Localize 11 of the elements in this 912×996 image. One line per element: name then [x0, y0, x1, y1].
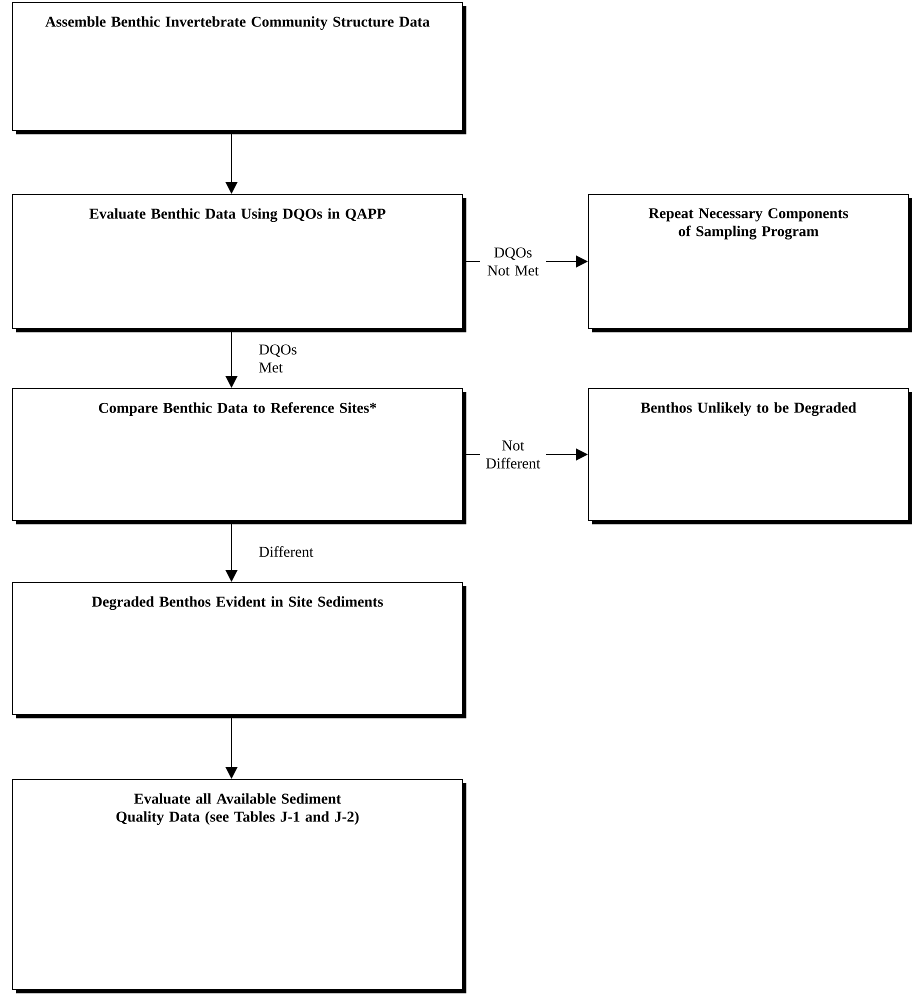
edge-label: DQOs Not Met: [480, 246, 546, 277]
process-box: Evaluate all Available Sediment Quality Data (see Tables J-1 and J-2): [12, 779, 466, 994]
process-box: Evaluate Benthic Data Using DQOs in QAPP: [12, 194, 466, 332]
process-box: Assemble Benthic Invertebrate Community Structure Data: [12, 2, 466, 134]
process-box: Compare Benthic Data to Reference Sites*: [12, 388, 466, 524]
process-box: Repeat Necessary Components of Sampling Program: [588, 194, 912, 332]
process-box: Degraded Benthos Evident in Site Sediments: [12, 582, 466, 718]
edge-label: Not Different: [480, 440, 546, 470]
edge-label: Different: [259, 546, 314, 557]
process-box: Benthos Unlikely to be Degraded: [588, 388, 912, 524]
edge-label: DQOs Met: [259, 344, 296, 373]
